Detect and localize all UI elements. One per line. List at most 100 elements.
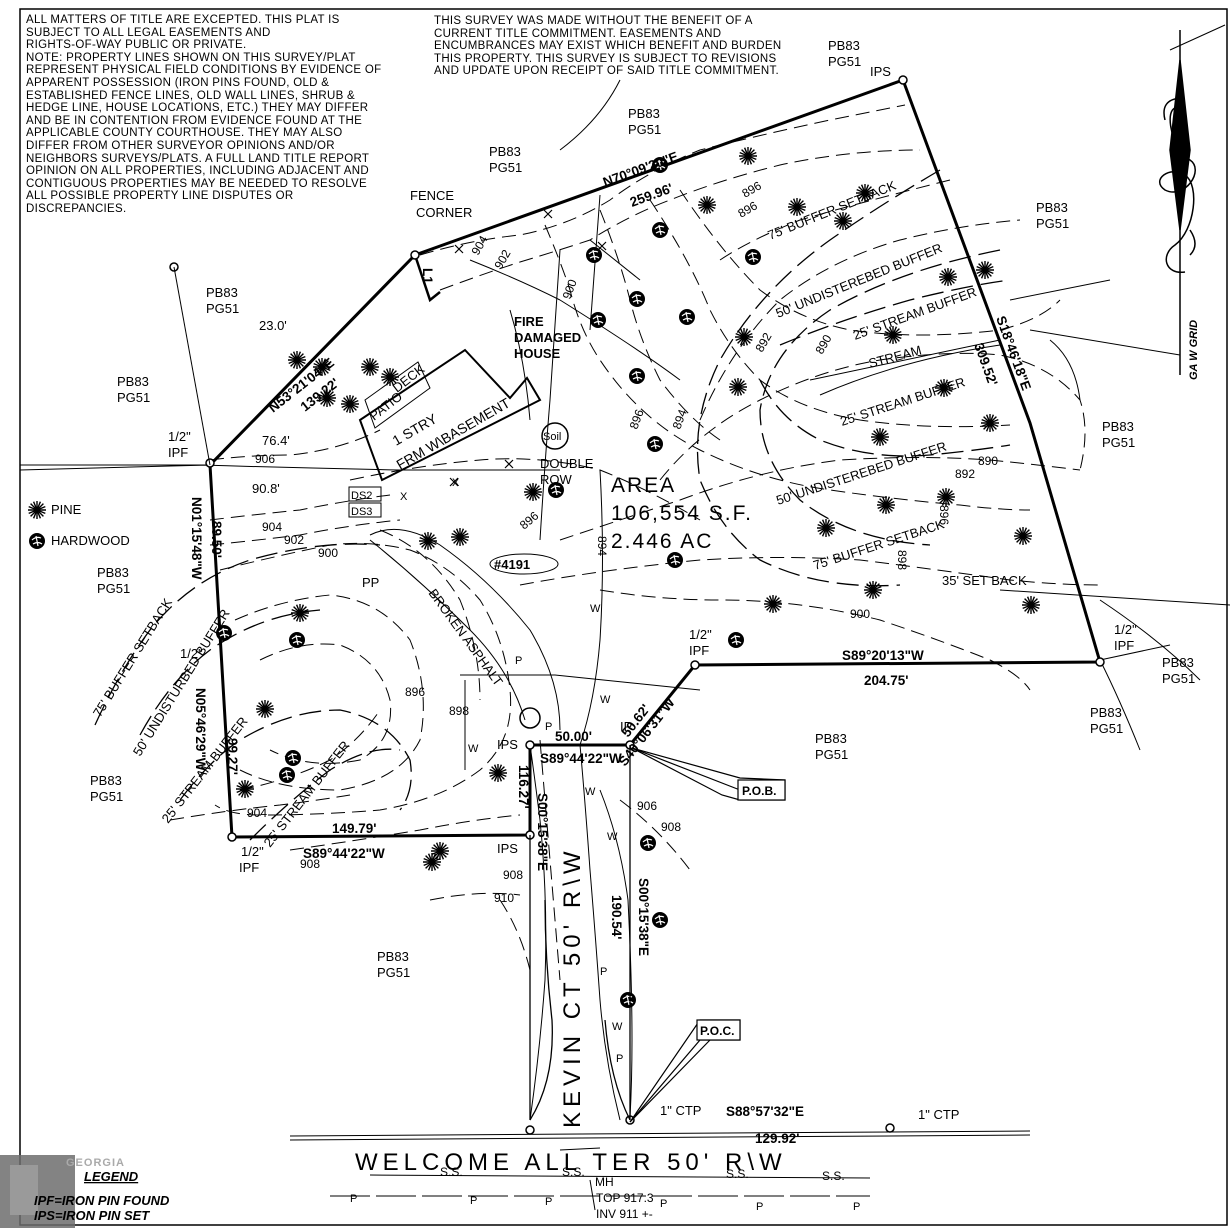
svg-text:P: P (545, 721, 552, 733)
svg-text:900: 900 (850, 607, 870, 621)
svg-text:W: W (590, 603, 601, 615)
svg-text:1/2": 1/2" (180, 646, 203, 661)
svg-text:892: 892 (955, 467, 975, 481)
hardwood-tree-icon (288, 631, 306, 649)
svg-text:IPF=IRON PIN FOUND: IPF=IRON PIN FOUND (34, 1193, 170, 1208)
pine-tree-icon (697, 195, 717, 215)
pine-tree-icon (876, 495, 896, 515)
pine-tree-icon (763, 594, 783, 614)
kevin-ct-edges (529, 745, 631, 1121)
svg-text:FIRE: FIRE (514, 314, 544, 329)
svg-text:BROKEN ASPHALT: BROKEN ASPHALT (426, 586, 506, 689)
svg-text:896: 896 (517, 508, 542, 532)
svg-text:896: 896 (627, 407, 647, 431)
svg-text:PB83: PB83 (117, 374, 149, 389)
svg-text:LEGEND: LEGEND (84, 1169, 139, 1184)
svg-text:906: 906 (255, 452, 275, 466)
svg-text:896: 896 (740, 178, 765, 200)
svg-text:309.52': 309.52' (971, 341, 1000, 388)
pine-tree-icon (728, 377, 748, 397)
svg-text:116.27': 116.27' (516, 765, 531, 809)
hardwood-tree-icon (678, 308, 696, 326)
note-line: ALL MATTERS OF TITLE ARE EXCEPTED. THIS … (26, 14, 340, 26)
note-line: DISCREPANCIES. (26, 202, 127, 215)
svg-text:PG51: PG51 (489, 160, 522, 175)
note-line: DIFFER FROM OTHER SURVEYOR OPINIONS AND/… (26, 139, 335, 152)
svg-text:P: P (756, 1201, 763, 1213)
svg-text:S.S.: S.S. (726, 1167, 749, 1181)
svg-text:GA W GRID: GA W GRID (1188, 320, 1200, 380)
svg-text:CORNER: CORNER (416, 205, 472, 220)
svg-text:S88°57'32"E: S88°57'32"E (726, 1104, 804, 1119)
hardwood-tree-icon (628, 367, 646, 385)
svg-text:PG51: PG51 (628, 122, 661, 137)
svg-text:PB83: PB83 (815, 731, 847, 746)
hardwood-tree-icon (628, 290, 646, 308)
svg-text:PG51: PG51 (1090, 721, 1123, 736)
svg-text:25' STREAM BUFFER: 25' STREAM BUFFER (838, 374, 967, 429)
note-line: CONTIGUOUS PROPERTIES MAY BE NEEDED TO R… (26, 177, 367, 190)
svg-text:X: X (400, 491, 408, 503)
pine-tree-icon (287, 350, 307, 370)
svg-text:190.54': 190.54' (609, 895, 624, 940)
pine-tree-icon (936, 487, 956, 507)
sheet-border (19, 8, 1228, 1226)
hardwood-tree-icon (727, 631, 745, 649)
svg-text:900: 900 (318, 546, 338, 560)
svg-text:PG51: PG51 (90, 789, 123, 804)
utility-lines (19, 24, 1230, 1211)
svg-text:W: W (585, 786, 596, 798)
hardwood-tree-icon (619, 991, 637, 1009)
svg-text:P: P (470, 1195, 477, 1207)
svg-text:P: P (853, 1201, 860, 1213)
svg-text:KEVIN CT 50' R\W: KEVIN CT 50' R\W (559, 846, 586, 1128)
svg-text:DS2: DS2 (351, 490, 372, 502)
hardwood-tree-icon (284, 749, 302, 767)
svg-text:89.50': 89.50' (209, 521, 224, 558)
svg-text:50.00': 50.00' (555, 729, 592, 744)
svg-text:P: P (616, 1053, 623, 1065)
svg-text:2.446 AC: 2.446 AC (611, 530, 713, 553)
pine-tree-icon (975, 260, 995, 280)
svg-text:904: 904 (468, 233, 490, 258)
svg-text:PB83: PB83 (90, 773, 122, 788)
svg-text:PG51: PG51 (815, 747, 848, 762)
hardwood-tree-icon (744, 248, 762, 266)
svg-text:W: W (612, 1021, 623, 1033)
note-line: AND BE IN CONTENTION FROM EVIDENCE FOUND… (26, 114, 363, 127)
legend-box: GEORGIA LEGEND IPF=IRON PIN FOUND IPS=IR… (0, 1155, 170, 1228)
svg-text:DS3: DS3 (351, 506, 372, 518)
survey-commitment-notes: THIS SURVEY WAS MADE WITHOUT THE BENEFIT… (434, 15, 781, 78)
svg-text:1/2": 1/2" (1114, 622, 1137, 637)
svg-text:N05°46'29"W: N05°46'29"W (193, 688, 208, 771)
pine-tree-icon (980, 413, 1000, 433)
svg-text:S89°44'22"W: S89°44'22"W (303, 846, 385, 861)
svg-text:908: 908 (300, 857, 320, 871)
svg-text:PB83: PB83 (1162, 655, 1194, 670)
svg-text:PB83: PB83 (377, 949, 409, 964)
svg-text:23.0': 23.0' (259, 318, 287, 333)
note-line: CURRENT TITLE COMMITMENT. EASEMENTS AND (434, 27, 722, 40)
svg-text:IP: IP (620, 719, 632, 734)
svg-text:S89°44'22"W: S89°44'22"W (540, 751, 622, 766)
note-line: REPRESENT PHYSICAL FIELD CONDITIONS BY E… (26, 64, 382, 77)
svg-text:902: 902 (491, 247, 513, 272)
pine-tree-icon (488, 763, 508, 783)
note-line: ESTABLISHED FENCE LINES, OLD WALL LINES,… (26, 89, 356, 102)
svg-text:PB83: PB83 (1090, 705, 1122, 720)
svg-text:S00°15'38"E: S00°15'38"E (535, 793, 550, 871)
svg-text:106,554 S.F.: 106,554 S.F. (611, 502, 753, 525)
svg-text:894: 894 (670, 407, 690, 431)
svg-text:DAMAGED: DAMAGED (514, 330, 581, 345)
svg-text:P.O.B.: P.O.B. (742, 784, 776, 798)
pine-tree-icon (1021, 595, 1041, 615)
svg-text:PG51: PG51 (377, 965, 410, 980)
hardwood-tree-icon (651, 911, 669, 929)
hardwood-trees (215, 156, 762, 1009)
svg-text:259.96': 259.96' (628, 180, 675, 209)
svg-text:L1: L1 (420, 268, 435, 284)
svg-text:PB83: PB83 (1102, 419, 1134, 434)
svg-text:PG51: PG51 (828, 54, 861, 69)
pin-labels: IPS 1/2"IPF 1/2"IPF 1/2"IPF 1/2" 1/2"IPF… (168, 64, 1137, 1122)
